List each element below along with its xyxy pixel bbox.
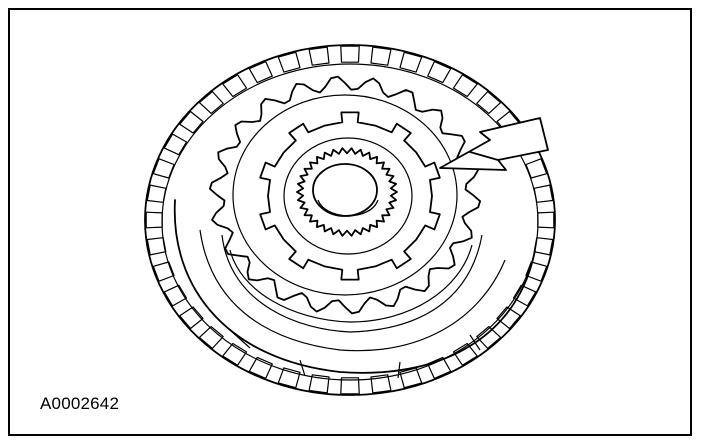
outer-drum-rim [144,44,556,396]
drum-slot [248,356,273,379]
drum-slot [308,46,330,66]
drum-slot [452,342,478,366]
center-bore [312,163,378,217]
drum-slot-ring [145,45,555,395]
drum-slot [476,90,502,115]
drum-slot [152,261,175,282]
drum-slot [452,74,478,98]
drum-slot [277,51,301,73]
drum-slot [152,158,175,179]
drum-slot [146,184,167,203]
drum-slot [399,367,423,389]
drum-slot [222,342,248,366]
drum-slot [146,237,167,256]
drum-slot [179,110,204,134]
drum-slot [179,306,204,330]
drum-slot [163,284,188,307]
drum-slot [427,356,452,379]
drum-slot [370,46,392,66]
drum-slot [370,374,392,394]
drum-slot [525,261,548,282]
drum-slot [308,374,330,394]
drum-slot [277,367,301,389]
drum-slot [427,60,452,84]
figure-id-label: A0002642 [40,394,120,413]
drum-slot [476,326,502,349]
center-bore-depth [317,199,379,217]
drum-slot [198,90,224,115]
drum-lower-ribs [229,329,481,379]
drum-slot [512,284,537,307]
drum-slot [537,211,555,229]
drum-slot [533,237,554,256]
drum-slot [340,45,360,63]
drum-slot [525,158,548,179]
clutch-plate-inner-edge [232,94,458,296]
drum-slot [222,74,248,98]
drum-slot [399,51,423,73]
drum-slot [198,326,224,349]
arrow-pointer-icon [439,117,549,171]
drum-slot [248,60,273,84]
drum-slot [145,211,163,229]
drum-lower-shell [173,199,536,374]
drum-slot [533,184,554,203]
figure-frame [8,8,692,436]
drum-lower-inner [199,229,506,352]
clutch-pack-side-outer [221,234,483,333]
drum-slot [163,133,188,156]
drum-slot [340,377,360,395]
clutch-pack-side [229,244,473,323]
drum-slot [496,306,521,330]
hub-inner-ring [283,137,413,255]
